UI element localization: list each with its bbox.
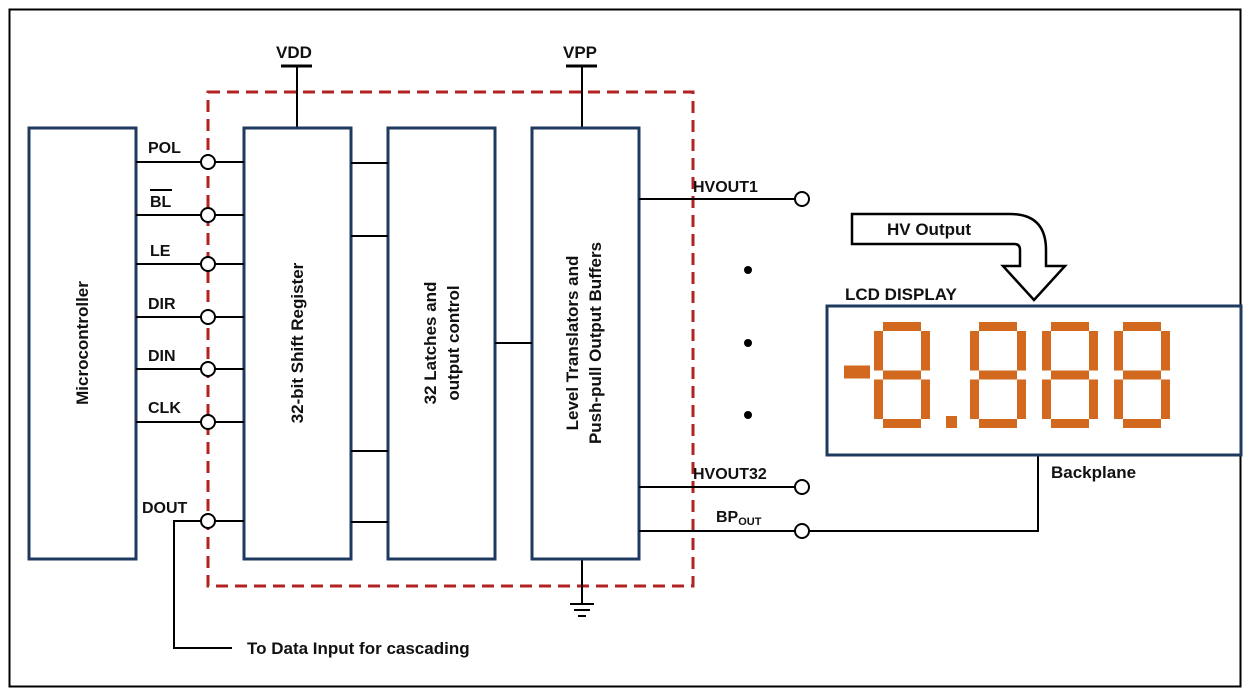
hvout32-label: HVOUT32 [693, 466, 767, 483]
hvout32-output: HVOUT32 [639, 466, 810, 495]
lcd-segment-b [1161, 331, 1170, 371]
lcd-digits [844, 322, 1170, 428]
lcd-segment-d [979, 419, 1017, 428]
pin-dir-terminal [200, 309, 216, 325]
hv-output-arrow: HV Output [850, 212, 1068, 302]
vdd-supply: VDD [276, 43, 312, 128]
ground-symbol [570, 560, 594, 617]
bpout-terminal [794, 523, 810, 539]
latches-label-line1: 32 Latches and [421, 282, 440, 405]
pin-clk: CLK [136, 400, 244, 430]
hv-output-label: HV Output [887, 220, 971, 239]
pin-dout-label: DOUT [142, 500, 188, 517]
lcd-segment-g [1051, 370, 1089, 380]
vpp-supply: VPP [563, 43, 597, 128]
output-ellipsis [744, 266, 752, 419]
lcd-segment-d [1123, 419, 1161, 428]
lcd-segment-f [874, 331, 883, 371]
bpout-output: BPOUT [639, 455, 1039, 539]
pin-pol: POL [136, 140, 244, 170]
lcd-segment-e [1114, 379, 1123, 419]
pin-dir: DIR [136, 296, 244, 325]
level-translator-box [530, 126, 641, 561]
lcd-segment-f [970, 331, 979, 371]
lcd-segment-a [1123, 322, 1161, 331]
lcd-segment-a [1051, 322, 1089, 331]
lcd-segment-a [979, 322, 1017, 331]
latches-label-line2: output control [444, 285, 463, 400]
pin-pol-label: POL [148, 140, 181, 157]
lcd-segment-e [874, 379, 883, 419]
pin-pol-terminal [200, 154, 216, 170]
lcd-decimal-point [946, 416, 957, 428]
pin-din-terminal [200, 361, 216, 377]
lcd-segment-b [1017, 331, 1026, 371]
latches-box [386, 126, 497, 561]
lcd-segment-b [1089, 331, 1098, 371]
hvout32-terminal [794, 479, 810, 495]
pin-dout: DOUT [142, 500, 244, 649]
lcd-segment-a [883, 322, 921, 331]
lcd-display-label: LCD DISPLAY [845, 285, 957, 304]
pin-le-terminal [200, 256, 216, 272]
hvout1-terminal [794, 191, 810, 207]
level-translator-label-line1: Level Translators and [563, 256, 582, 431]
shift-register-label: 32-bit Shift Register [288, 262, 307, 423]
lcd-segment-d [883, 419, 921, 428]
cascading-label: To Data Input for cascading [247, 639, 470, 658]
lcd-segment-g [883, 370, 921, 380]
pin-clk-label: CLK [148, 400, 181, 417]
lcd-segment-e [1042, 379, 1051, 419]
lcd-segment-f [1114, 331, 1123, 371]
pin-dout-terminal [200, 513, 216, 529]
vdd-label: VDD [276, 43, 312, 62]
microcontroller-label: Microcontroller [73, 281, 92, 405]
pin-din: DIN [136, 348, 244, 377]
microcontroller-box [27, 126, 138, 561]
shift-register-box [242, 126, 353, 561]
ic-boundary [206, 90, 695, 588]
lcd-segment-g [979, 370, 1017, 380]
lcd-segment-minus [844, 365, 870, 379]
pin-bl-label: BL [150, 194, 172, 211]
backplane-label: Backplane [1051, 463, 1136, 482]
shift-to-latch-bus [351, 162, 388, 523]
level-translator-label-line2: Push-pull Output Buffers [586, 242, 605, 444]
pin-clk-terminal [200, 414, 216, 430]
lcd-segment-c [1017, 379, 1026, 419]
vpp-label: VPP [563, 43, 597, 62]
pin-din-label: DIN [148, 348, 176, 365]
lcd-segment-g [1123, 370, 1161, 380]
lcd-segment-f [1042, 331, 1051, 371]
lcd-segment-c [921, 379, 930, 419]
pin-le: LE [136, 243, 244, 272]
pin-le-label: LE [150, 243, 171, 260]
lcd-segment-d [1051, 419, 1089, 428]
pin-bl: BL [136, 189, 244, 223]
bpout-label: BPOUT [716, 509, 762, 528]
hvout1-output: HVOUT1 [639, 179, 810, 207]
lcd-segment-c [1161, 379, 1170, 419]
hvout1-label: HVOUT1 [693, 179, 758, 196]
lcd-segment-b [921, 331, 930, 371]
pin-bl-terminal [200, 207, 216, 223]
pin-dir-label: DIR [148, 296, 176, 313]
lcd-segment-c [1089, 379, 1098, 419]
lcd-segment-e [970, 379, 979, 419]
